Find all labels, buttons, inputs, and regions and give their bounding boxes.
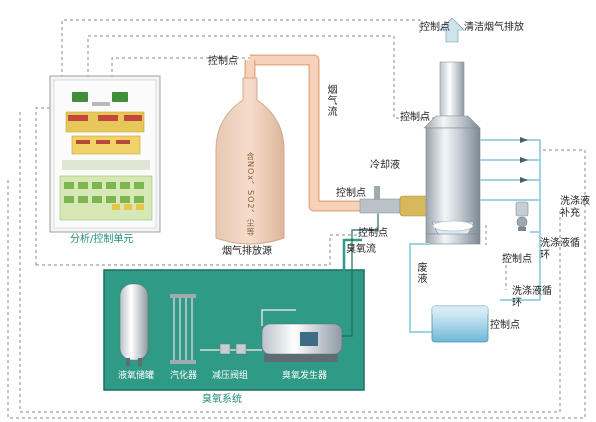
analysis-control-unit-label: 分析/控制单元 bbox=[70, 234, 134, 245]
ozone-feed-line bbox=[342, 214, 379, 337]
arrow-up-icon bbox=[439, 17, 465, 43]
coolant-label: 冷却液 bbox=[370, 160, 400, 171]
wash-liquid-pipes bbox=[409, 139, 541, 333]
ozone-system-panel bbox=[103, 238, 365, 391]
pressure-valve-group-label: 减压阀组 bbox=[212, 371, 249, 381]
waste-liquid-tank bbox=[431, 305, 489, 343]
ozone-system-label: 臭氧系统 bbox=[202, 394, 242, 405]
flue-source-label: 烟气排放源 bbox=[222, 246, 272, 257]
liquid-oxygen-tank-label: 液氧储罐 bbox=[118, 371, 155, 381]
flue-gas-duct bbox=[244, 54, 360, 212]
flue-contents-label: 含NOx、SO2、尘等 bbox=[246, 152, 255, 237]
control-point-label-duct: 控制点 bbox=[208, 56, 238, 67]
analysis-control-cabinet bbox=[49, 75, 161, 233]
control-point-label-tower: 控制点 bbox=[400, 112, 430, 123]
ozone-generator-label: 臭氧发生器 bbox=[282, 371, 328, 381]
control-point-label-injector: 控制点 bbox=[336, 188, 366, 199]
clean-exhaust-label: 清洁烟气排放 bbox=[464, 22, 524, 33]
wash-circulation-label-upper: 洗涤液循环 bbox=[540, 238, 580, 261]
arrow-right-icon bbox=[520, 137, 528, 183]
vaporizer-label: 汽化器 bbox=[170, 371, 198, 381]
control-point-label-pump: 控制点 bbox=[502, 254, 532, 265]
ozone-flow-label: 臭氧流 bbox=[346, 244, 376, 255]
pump-icon bbox=[515, 201, 529, 231]
control-point-label-top: 控制点 bbox=[420, 22, 450, 33]
control-signal-lines bbox=[7, 19, 586, 419]
wash-supplement-label: 洗涤液补充 bbox=[560, 196, 590, 219]
flue-source-vessel bbox=[215, 77, 285, 245]
waste-liquid-label: 废液 bbox=[415, 262, 426, 284]
control-point-label-ozone: 控制点 bbox=[358, 228, 388, 239]
flue-gas-flow-label: 烟气流 bbox=[325, 84, 336, 117]
scrubber-tower bbox=[423, 61, 481, 245]
wash-circulation-label-lower: 洗涤液循环 bbox=[512, 286, 552, 309]
control-point-label-tank: 控制点 bbox=[490, 320, 520, 331]
gas-injector bbox=[359, 186, 435, 217]
